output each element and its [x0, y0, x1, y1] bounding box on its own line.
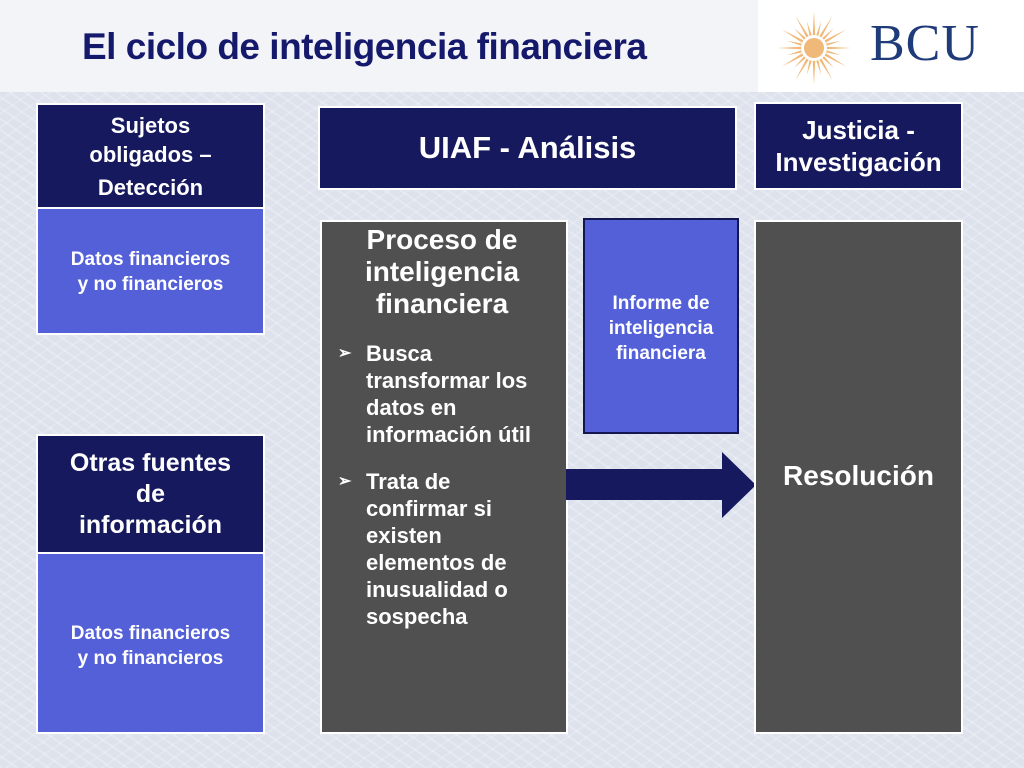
sujetos-line1: Sujetos: [110, 112, 191, 138]
informe-line3: financiera: [616, 343, 706, 364]
otras-line1: Otras fuentes: [69, 448, 232, 477]
flow-arrow-icon: [566, 452, 756, 518]
justicia-line1: Justicia -: [802, 115, 915, 145]
informe-line2: inteligencia: [608, 318, 714, 339]
sun-ray: [816, 60, 822, 75]
bcu-logo: BCU: [758, 0, 1024, 92]
sun-ray: [794, 56, 806, 68]
page-title: El ciclo de inteligencia financiera: [82, 26, 647, 67]
sun-ray: [787, 50, 802, 56]
proceso-title-line: inteligencia: [364, 256, 520, 287]
bullet-text: Busca transformar los datos en informaci…: [366, 340, 531, 448]
sun-ray: [824, 53, 846, 67]
sun-ray: [822, 28, 834, 40]
informe-box: Informe de inteligencia financiera: [583, 218, 739, 434]
proceso-title: Proceso de inteligencia financiera: [332, 224, 552, 320]
logo-text: BCU: [870, 15, 980, 72]
sujetos-obligados-box: Sujetos obligados – Detección: [36, 103, 265, 209]
sun-ray: [826, 46, 851, 50]
otras-line3: información: [78, 510, 223, 539]
sun-ray: [826, 50, 841, 56]
informe-line1: Informe de: [612, 293, 710, 314]
bullet-line: información útil: [366, 422, 531, 447]
sun-ray: [795, 16, 809, 38]
sun-ray: [787, 40, 802, 46]
sun-ray: [824, 29, 846, 43]
sun-ray: [812, 11, 816, 36]
datos-1-line1: Datos financieros: [70, 249, 231, 270]
datos-1-line2: y no financieros: [77, 274, 224, 295]
datos-financieros-box-1: Datos financieros y no financieros: [36, 207, 265, 335]
justicia-box: Justicia - Investigación: [754, 102, 963, 190]
bullet-line: inusualidad o: [366, 577, 508, 602]
bullet-line: Busca: [366, 341, 433, 366]
sun-ray: [794, 28, 806, 40]
resolucion-box: Resolución: [754, 220, 963, 734]
sun-ray: [782, 29, 804, 43]
justicia-line2: Investigación: [775, 147, 942, 177]
sun-ray: [822, 56, 834, 68]
sun-ray: [812, 60, 816, 85]
sun-ray: [795, 58, 809, 80]
datos-2-line1: Datos financieros: [70, 623, 231, 644]
sun-ray: [806, 60, 812, 75]
datos-financieros-box-2: Datos financieros y no financieros: [36, 552, 265, 734]
sujetos-line3: Detección: [97, 174, 204, 200]
bullet-item: ➢ Trata de confirmar si existen elemento…: [332, 468, 552, 630]
bullet-line: transformar los: [366, 368, 528, 393]
sun-ray: [806, 21, 812, 36]
sun-ray: [826, 40, 841, 46]
sun-ray: [782, 53, 804, 67]
bullet-line: datos en: [366, 395, 457, 420]
arrow-bullet-icon: ➢: [338, 473, 352, 490]
bullet-item: ➢ Busca transformar los datos en informa…: [332, 340, 552, 448]
sun-ray: [777, 46, 802, 50]
proceso-title-line: financiera: [375, 288, 509, 319]
proceso-inteligencia-box: Proceso de inteligencia financiera ➢ Bus…: [320, 220, 568, 734]
sun-ray: [819, 58, 833, 80]
bullet-line: existen: [366, 523, 442, 548]
bullet-line: elementos de: [366, 550, 507, 575]
sujetos-line2: obligados –: [89, 141, 212, 167]
otras-line2: de: [135, 479, 166, 508]
bullet-line: confirmar si: [366, 496, 492, 521]
uiaf-analisis-box: UIAF - Análisis: [318, 106, 737, 190]
resolucion-label: Resolución: [783, 460, 934, 491]
bullet-line: Trata de: [366, 469, 451, 494]
otras-fuentes-box: Otras fuentes de información: [36, 434, 265, 554]
bullet-line: sospecha: [366, 604, 468, 629]
proceso-title-line: Proceso de: [366, 224, 518, 255]
bullet-text: Trata de confirmar si existen elementos …: [366, 468, 508, 630]
header-bar: El ciclo de inteligencia financiera BCU: [0, 0, 1024, 92]
datos-2-line2: y no financieros: [77, 648, 224, 669]
sun-ray: [819, 16, 833, 38]
arrow-bullet-icon: ➢: [338, 345, 352, 362]
uiaf-label: UIAF - Análisis: [418, 130, 637, 165]
sun-icon: [777, 11, 851, 85]
sun-ray: [816, 21, 822, 36]
